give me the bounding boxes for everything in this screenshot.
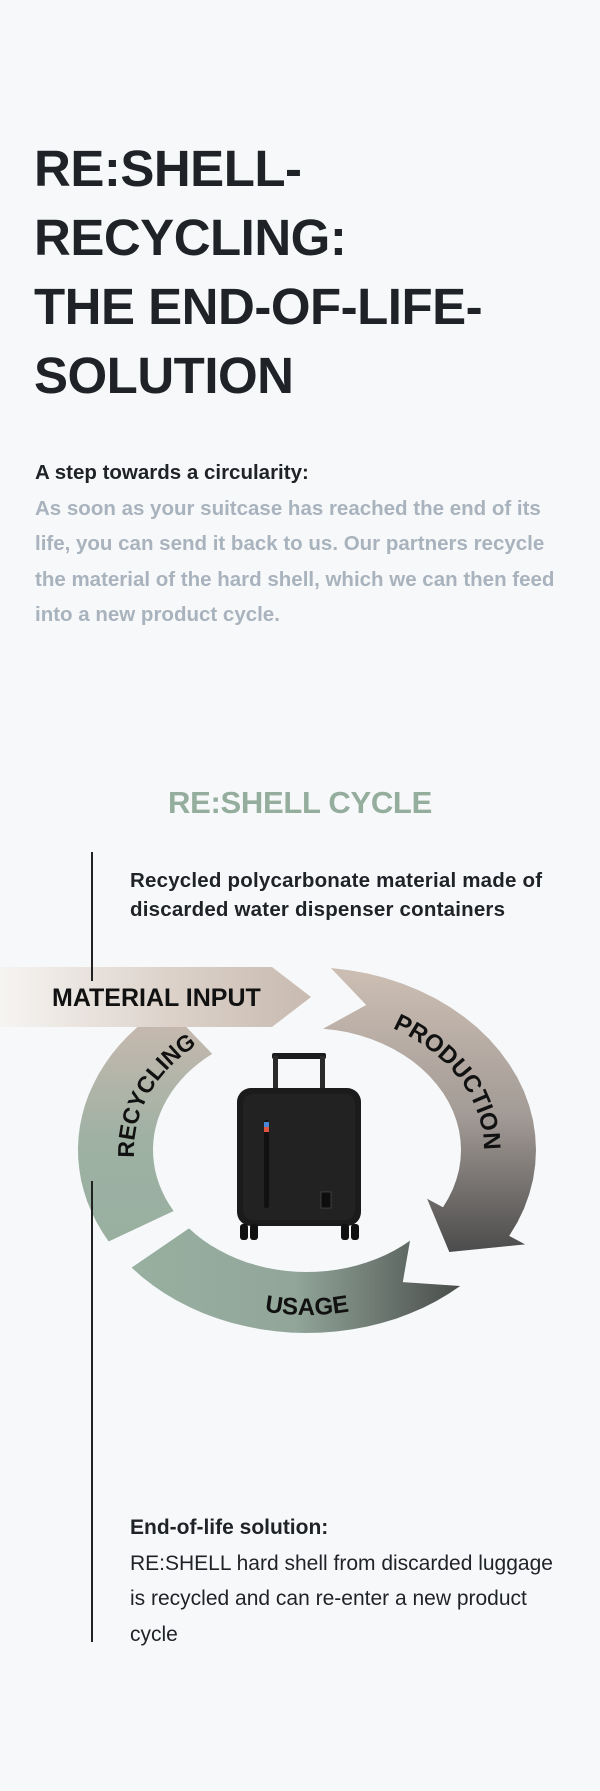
title-line: SOLUTION xyxy=(34,347,294,404)
cycle-title: RE:SHELL CYCLE xyxy=(168,785,432,820)
title-line: RE:SHELL- xyxy=(34,140,302,197)
recycling-arrow xyxy=(78,1005,213,1242)
title-line: THE END-OF-LIFE- xyxy=(34,278,483,335)
usage-label: USAGE xyxy=(264,1291,351,1321)
title-line: RECYCLING: xyxy=(34,209,347,266)
intro-text: A step towards a circularity: As soon as… xyxy=(35,455,575,633)
intro-lead: A step towards a circularity: xyxy=(35,461,309,484)
page-title: RE:SHELL- RECYCLING: THE END-OF-LIFE- SO… xyxy=(34,134,483,410)
material-input-label: MATERIAL INPUT xyxy=(52,984,261,1012)
intro-body: As soon as your suitcase has reached the… xyxy=(35,496,555,627)
material-input-arrow xyxy=(0,967,311,1027)
suitcase-image xyxy=(237,1053,361,1240)
usage-label-text: USAGE xyxy=(264,1291,351,1321)
usage-arrow xyxy=(131,1228,461,1333)
production-arrow xyxy=(323,968,536,1252)
end-of-life-body: RE:SHELL hard shell from discarded lugga… xyxy=(130,1551,553,1646)
material-note: Recycled polycarbonate material made of … xyxy=(130,869,543,921)
end-of-life-lead: End-of-life solution: xyxy=(130,1516,329,1539)
end-of-life-note: End-of-life solution: RE:SHELL hard shel… xyxy=(130,1510,560,1652)
